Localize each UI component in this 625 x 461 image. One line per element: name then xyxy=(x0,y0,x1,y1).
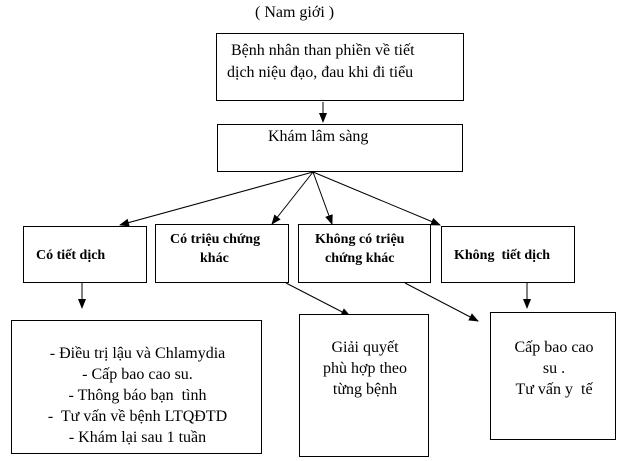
discharge-box: Có tiết dịch xyxy=(23,226,147,283)
other-symptoms-line-1: Có triệu chứng xyxy=(170,232,261,247)
treatment-line-3: - Thông báo bạn tình xyxy=(68,387,207,404)
arrow-exam-nodischother xyxy=(312,171,333,225)
complaint-box: Bệnh nhân than phiền về tiết dịch niệu đ… xyxy=(216,33,464,101)
no-discharge-other-line-2: chứng khác xyxy=(325,251,395,266)
arrow-nodischother-counsel xyxy=(404,282,479,322)
other-symptoms-line-2: khác xyxy=(200,251,229,266)
treatment-line-5: - Khám lại sau 1 tuần xyxy=(68,429,207,446)
resolve-line-2: phù hợp theo xyxy=(322,360,407,377)
arrow-exam-nodischarge xyxy=(312,171,441,226)
exam-label: Khám lâm sàng xyxy=(268,128,369,145)
discharge-label: Có tiết dịch xyxy=(36,248,106,263)
arrow-other-resolve xyxy=(285,282,351,317)
treatment-line-4: - Tư vấn về bệnh LTQĐTD xyxy=(47,408,228,425)
exam-box: Khám lâm sàng xyxy=(217,124,463,172)
treatment-line-2: - Cấp bao cao su. xyxy=(82,366,193,383)
other-symptoms-box: Có triệu chứng khác xyxy=(155,224,289,283)
resolve-line-1: Giải quyết xyxy=(331,339,399,356)
resolve-box: Giải quyết phù hợp theo từng bệnh xyxy=(299,314,429,457)
treatment-box: - Điều trị lậu và Chlamydia - Cấp bao ca… xyxy=(11,320,262,454)
counsel-line-3: Tư vấn y tế xyxy=(515,381,593,398)
arrow-exam-other xyxy=(271,171,314,225)
treatment-line-1: - Điều trị lậu và Chlamydia xyxy=(49,345,226,362)
complaint-line-1: Bệnh nhân than phiền về tiết xyxy=(231,42,415,59)
no-discharge-label: Không tiết dịch xyxy=(454,248,551,263)
arrow-exam-discharge xyxy=(119,171,314,227)
complaint-line-2: dịch niệu đạo, đau khi đi tiểu xyxy=(227,64,414,81)
header-label: ( Nam giới ) xyxy=(255,4,335,21)
no-discharge-box: Không tiết dịch xyxy=(441,226,575,283)
no-discharge-other-line-1: Không có triệu xyxy=(315,232,405,247)
counsel-line-1: Cấp bao cao xyxy=(514,339,594,356)
resolve-line-3: từng bệnh xyxy=(332,381,398,398)
counsel-box: Cấp bao cao su . Tư vấn y tế xyxy=(490,312,616,440)
counsel-line-2: su . xyxy=(542,360,566,377)
no-discharge-other-box: Không có triệu chứng khác xyxy=(298,224,431,283)
